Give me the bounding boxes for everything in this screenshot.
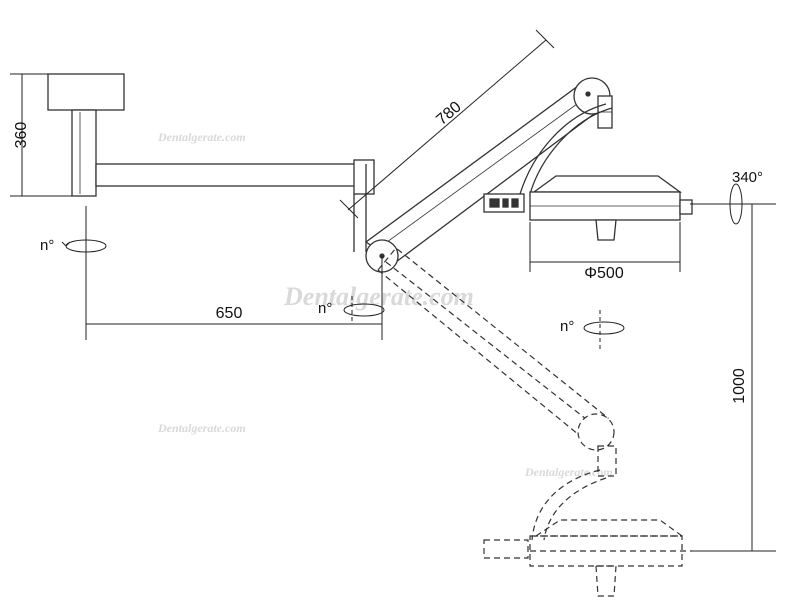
dim-label-360: 360: [13, 122, 30, 149]
rotation-label-lamp: n°: [560, 318, 574, 335]
horizontal-arm-bar: [95, 163, 359, 187]
lowered-control-panel: [483, 539, 529, 559]
rotation-arrow-elbow-icon: [343, 303, 385, 317]
rotation-arrow-lamp-icon: [583, 321, 625, 335]
dim-label-500: Φ500: [584, 265, 624, 282]
rotation-labels: n° n° n° 340°: [40, 169, 763, 335]
watermark-bottom: Dentalgerate.com: [524, 465, 613, 479]
rotation-label-ceiling: n°: [40, 237, 54, 254]
rotation-label-elbow: n°: [318, 300, 332, 317]
watermark-top-left: Dentalgerate.com: [157, 130, 246, 144]
lamp-head-raised: [483, 175, 693, 241]
lowered-yoke-inner: [543, 477, 607, 541]
watermark-center: Dentalgerate.com: [283, 282, 474, 311]
lamp-handle-side: [679, 199, 693, 215]
dim-label-1000: 1000: [731, 368, 748, 404]
lowered-yoke-connector: [597, 445, 617, 477]
ceiling-tube: [71, 109, 97, 197]
ceiling-plate: [47, 73, 125, 111]
rotation-indicators: [61, 183, 760, 352]
ceiling-mount: [47, 73, 125, 197]
spring-arm-lowered-body: [377, 247, 609, 445]
watermark-bottom-left: Dentalgerate.com: [157, 421, 246, 435]
lowered-lamp-dome: [534, 519, 684, 537]
spring-arm-lowered: [377, 247, 617, 541]
rotation-label-head: 340°: [732, 169, 763, 186]
lowered-lamp-body: [529, 535, 683, 567]
yoke-curve-outer: [529, 107, 613, 195]
sterile-handle: [595, 219, 617, 241]
horizontal-arm: [95, 159, 375, 252]
rotation-arrow-head-icon: [729, 183, 743, 225]
yoke-curve-inner: [519, 103, 607, 195]
lowered-sterile-handle: [595, 565, 617, 597]
lowered-top-joint: [577, 413, 615, 451]
spring-arm-raised: [364, 77, 613, 273]
spring-arm-body: [364, 85, 604, 263]
dim-line-780: [347, 39, 547, 211]
arm-joint-housing: [353, 159, 375, 195]
dim-label-780: 780: [433, 98, 464, 128]
lowered-yoke-outer: [531, 469, 601, 541]
lamp-dome: [532, 175, 682, 193]
dim-label-650: 650: [216, 305, 243, 322]
lamp-head-lowered: [483, 519, 692, 597]
